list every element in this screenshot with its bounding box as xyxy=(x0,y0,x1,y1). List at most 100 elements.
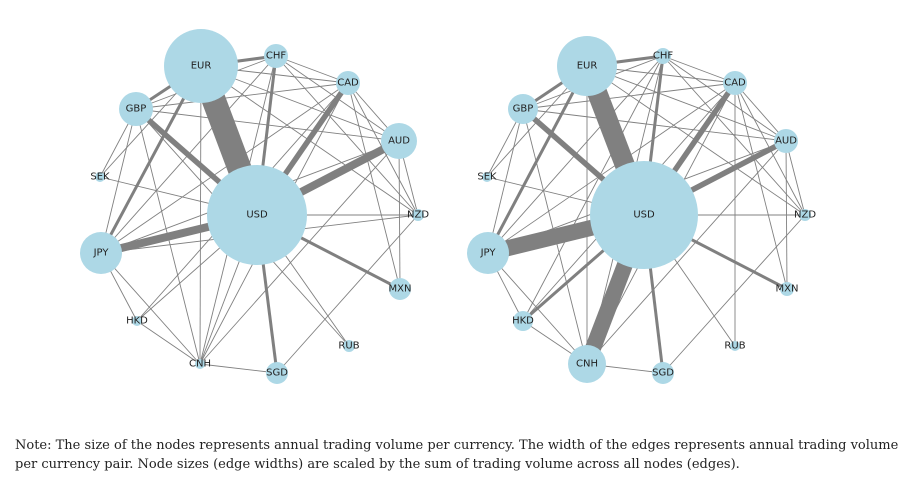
node-label-cad: CAD xyxy=(724,78,746,89)
node-label-chf: CHF xyxy=(653,51,674,62)
node-label-rub: RUB xyxy=(724,341,745,352)
edge-gbp-cad xyxy=(522,82,736,110)
nodes-right: EUR USD CHF CAD AUD GBP SEK NZD JPY MXN HKD RUB CNH S… xyxy=(467,36,816,384)
edge-chf-nzd xyxy=(662,55,806,216)
node-circle-aud xyxy=(381,123,417,159)
node-circle-cad xyxy=(723,71,747,95)
edge-eur-nzd xyxy=(586,65,806,216)
edge-jpy-cad xyxy=(100,82,349,254)
edge-aud-mxn xyxy=(785,140,788,290)
network-graph-right: EUR USD CHF CAD AUD GBP SEK NZD JPY MXN HKD RUB CNH S… xyxy=(467,36,816,384)
edge-eur-nzd xyxy=(200,65,419,216)
node-label-sgd: SGD xyxy=(652,368,674,379)
node-circle-cad xyxy=(336,71,360,95)
node-circle-mxn xyxy=(780,282,794,296)
node-label-mxn: MXN xyxy=(776,284,799,295)
node-label-jpy: JPY xyxy=(93,248,110,259)
node-hkd: HKD xyxy=(126,316,148,327)
figure-note: Note: The size of the nodes represents a… xyxy=(15,438,899,472)
node-cad: CAD xyxy=(336,71,360,95)
node-circle-eur xyxy=(164,29,238,103)
node-circle-nzd xyxy=(799,209,811,221)
edge-cad-chf xyxy=(662,55,736,84)
node-circle-rub xyxy=(730,341,740,351)
edge-cnh-sgd xyxy=(199,363,278,374)
edge-aud-cad xyxy=(734,82,787,142)
edge-eur-aud xyxy=(586,65,787,142)
node-circle-sgd xyxy=(266,362,288,384)
node-hkd: HKD xyxy=(512,311,534,331)
node-label-gbp: GBP xyxy=(513,104,534,115)
edge-aud-mxn xyxy=(398,140,401,290)
currency-network-figure: EUR USD CHF CAD AUD GBP SEK NZD JPY MXN HKD RUB CNH S… xyxy=(80,29,816,384)
node-circle-mxn xyxy=(389,278,411,300)
edge-jpy-cad xyxy=(487,82,736,254)
edge-jpy-cnh xyxy=(487,252,588,365)
node-label-aud: AUD xyxy=(388,136,410,147)
node-label-usd: USD xyxy=(633,210,655,221)
node-label-eur: EUR xyxy=(191,61,212,72)
node-circle-sgd xyxy=(652,362,674,384)
node-label-cnh: CNH xyxy=(576,359,598,370)
edge-jpy-chf xyxy=(487,55,664,254)
node-chf: CHF xyxy=(653,48,674,64)
edge-jpy-chf xyxy=(100,55,277,254)
node-label-nzd: NZD xyxy=(407,210,429,221)
node-nzd: NZD xyxy=(794,209,816,221)
nodes-left: EURUSDCHFCADAUDGBPSEKNZDJPYMXNHKDRUBCNHS… xyxy=(80,29,429,384)
node-eur: EUR xyxy=(557,36,617,96)
node-circle-cnh xyxy=(195,359,205,369)
node-label-hkd: HKD xyxy=(512,316,534,327)
edge-aud-chf xyxy=(275,55,400,142)
node-label-usd: USD xyxy=(246,210,268,221)
node-mxn: MXN xyxy=(776,282,799,296)
edge-sgd-nzd xyxy=(662,214,806,374)
node-circle-chf xyxy=(655,48,671,64)
node-jpy: JPY xyxy=(80,232,122,274)
node-label-hkd: HKD xyxy=(126,316,148,327)
node-label-sek: SEK xyxy=(90,172,110,183)
node-mxn: MXN xyxy=(389,278,412,300)
edge-aud-nzd xyxy=(785,140,806,216)
node-label-jpy: JPY xyxy=(480,248,497,259)
node-circle-eur xyxy=(557,36,617,96)
edge-hkd-chf xyxy=(522,55,664,322)
node-eur: EUR xyxy=(164,29,238,103)
node-label-cad: CAD xyxy=(337,78,359,89)
edge-gbp-aud xyxy=(522,108,787,142)
edge-gbp-cnh xyxy=(135,108,201,365)
node-label-eur: EUR xyxy=(577,61,598,72)
node-label-cnh: CNH xyxy=(189,359,211,370)
node-jpy: JPY xyxy=(467,232,509,274)
node-circle-usd xyxy=(590,161,698,269)
node-circle-cnh xyxy=(568,345,606,383)
node-circle-nzd xyxy=(412,209,424,221)
node-circle-jpy xyxy=(80,232,122,274)
node-label-gbp: GBP xyxy=(126,104,147,115)
node-circle-sek xyxy=(482,172,492,182)
node-label-mxn: MXN xyxy=(389,284,412,295)
node-circle-chf xyxy=(264,44,288,68)
node-chf: CHF xyxy=(264,44,288,68)
node-sgd: SGD xyxy=(652,362,674,384)
edge-gbp-jpy xyxy=(100,108,137,254)
network-graph-left: EURUSDCHFCADAUDGBPSEKNZDJPYMXNHKDRUBCNHS… xyxy=(80,29,429,384)
node-sek: SEK xyxy=(477,172,497,183)
node-label-aud: AUD xyxy=(775,136,797,147)
node-circle-gbp xyxy=(508,94,538,124)
node-circle-aud xyxy=(774,129,798,153)
node-nzd: NZD xyxy=(407,209,429,221)
node-circle-hkd xyxy=(132,316,142,326)
node-circle-rub xyxy=(343,340,355,352)
edge-gbp-cad xyxy=(135,82,349,110)
node-label-nzd: NZD xyxy=(794,210,816,221)
node-label-sgd: SGD xyxy=(266,368,288,379)
node-circle-hkd xyxy=(513,311,533,331)
edge-aud-chf xyxy=(662,55,787,142)
node-usd: USD xyxy=(590,161,698,269)
node-circle-sek xyxy=(95,172,105,182)
node-usd: USD xyxy=(207,165,307,265)
node-circle-jpy xyxy=(467,232,509,274)
edge-aud-cnh xyxy=(586,140,787,365)
edge-gbp-aud xyxy=(135,108,400,142)
